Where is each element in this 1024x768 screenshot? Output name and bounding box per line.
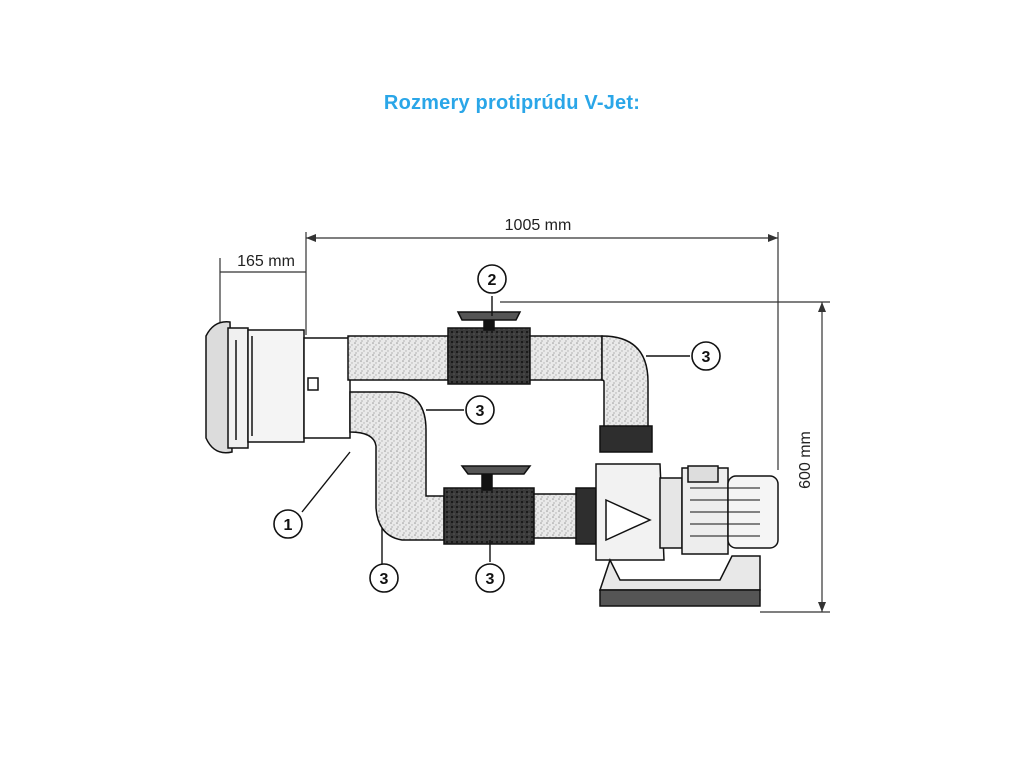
callout-3-middle: 3 [465, 395, 495, 425]
callout-3-bottom-left: 3 [369, 563, 399, 593]
upper-valve [456, 311, 522, 331]
callout-3-bottom-middle-label: 3 [486, 571, 495, 588]
dimension-lines [219, 232, 830, 613]
callout-1-label: 1 [284, 517, 293, 534]
callout-2: 2 [477, 264, 507, 294]
upper-pipe [347, 327, 653, 453]
callout-2-label: 2 [488, 272, 497, 289]
lower-valve [460, 465, 532, 491]
dimension-width-label: 1005 mm [505, 217, 572, 234]
callout-3-top: 3 [691, 341, 721, 371]
callout-1: 1 [273, 509, 303, 539]
callout-3-middle-label: 3 [476, 403, 485, 420]
dimension-height-label: 600 mm [797, 431, 814, 489]
callout-3-top-label: 3 [702, 349, 711, 366]
callouts [301, 296, 690, 566]
nozzle-unit [205, 321, 351, 454]
dimension-nozzle-label: 165 mm [237, 253, 295, 270]
callout-3-bottom-middle: 3 [475, 563, 505, 593]
callout-3-bottom-left-label: 3 [380, 571, 389, 588]
pump-motor [595, 463, 779, 607]
diagram-title: Rozmery protiprúdu V-Jet: [383, 92, 641, 114]
